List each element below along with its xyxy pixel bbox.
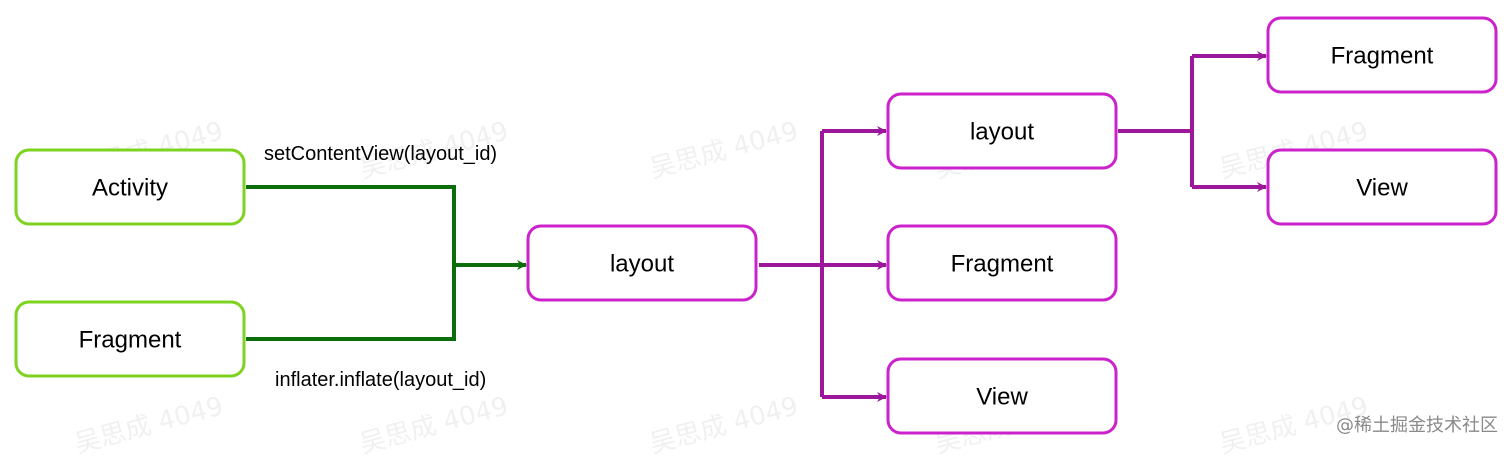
layout-connectors — [759, 126, 887, 402]
edge-label-inflate: inflater.inflate(layout_id) — [275, 369, 486, 391]
node-fragment-child-label: Fragment — [951, 250, 1054, 277]
layout-child-connectors — [1118, 51, 1267, 192]
node-fragment-leaf: Fragment — [1266, 16, 1498, 94]
node-layout-root-box — [526, 224, 758, 302]
node-view-child: View — [886, 357, 1118, 435]
node-view-leaf-label: View — [1356, 174, 1408, 201]
node-activity-box — [14, 148, 246, 226]
node-layout-root: layout — [526, 224, 758, 302]
node-fragment-child-box — [886, 224, 1118, 302]
node-view-child-label: View — [976, 383, 1028, 410]
source-connectors — [246, 185, 527, 341]
node-layout-child-box — [886, 92, 1118, 170]
node-layout-child-label: layout — [970, 118, 1034, 145]
diagram-canvas: setContentView(layout_id) inflater.infla… — [14, 16, 1498, 435]
node-fragment-child: Fragment — [886, 224, 1118, 302]
node-fragment-leaf-box — [1266, 16, 1498, 94]
source-merge-line — [246, 185, 456, 341]
node-activity: Activity — [14, 148, 246, 226]
node-layout-root-label: layout — [610, 250, 674, 277]
node-view-child-box — [886, 357, 1118, 435]
node-fragment-source-label: Fragment — [79, 326, 182, 353]
node-view-leaf-box — [1266, 148, 1498, 226]
node-activity-label: Activity — [92, 174, 168, 201]
node-fragment-leaf-label: Fragment — [1331, 42, 1434, 69]
node-fragment-source-box — [14, 300, 246, 378]
node-view-leaf: View — [1266, 148, 1498, 226]
edge-label-set-content-view: setContentView(layout_id) — [264, 143, 497, 165]
node-fragment-source: Fragment — [14, 300, 246, 378]
node-layout-child: layout — [886, 92, 1118, 170]
brand-watermark: @稀土掘金技术社区 — [1336, 415, 1498, 436]
